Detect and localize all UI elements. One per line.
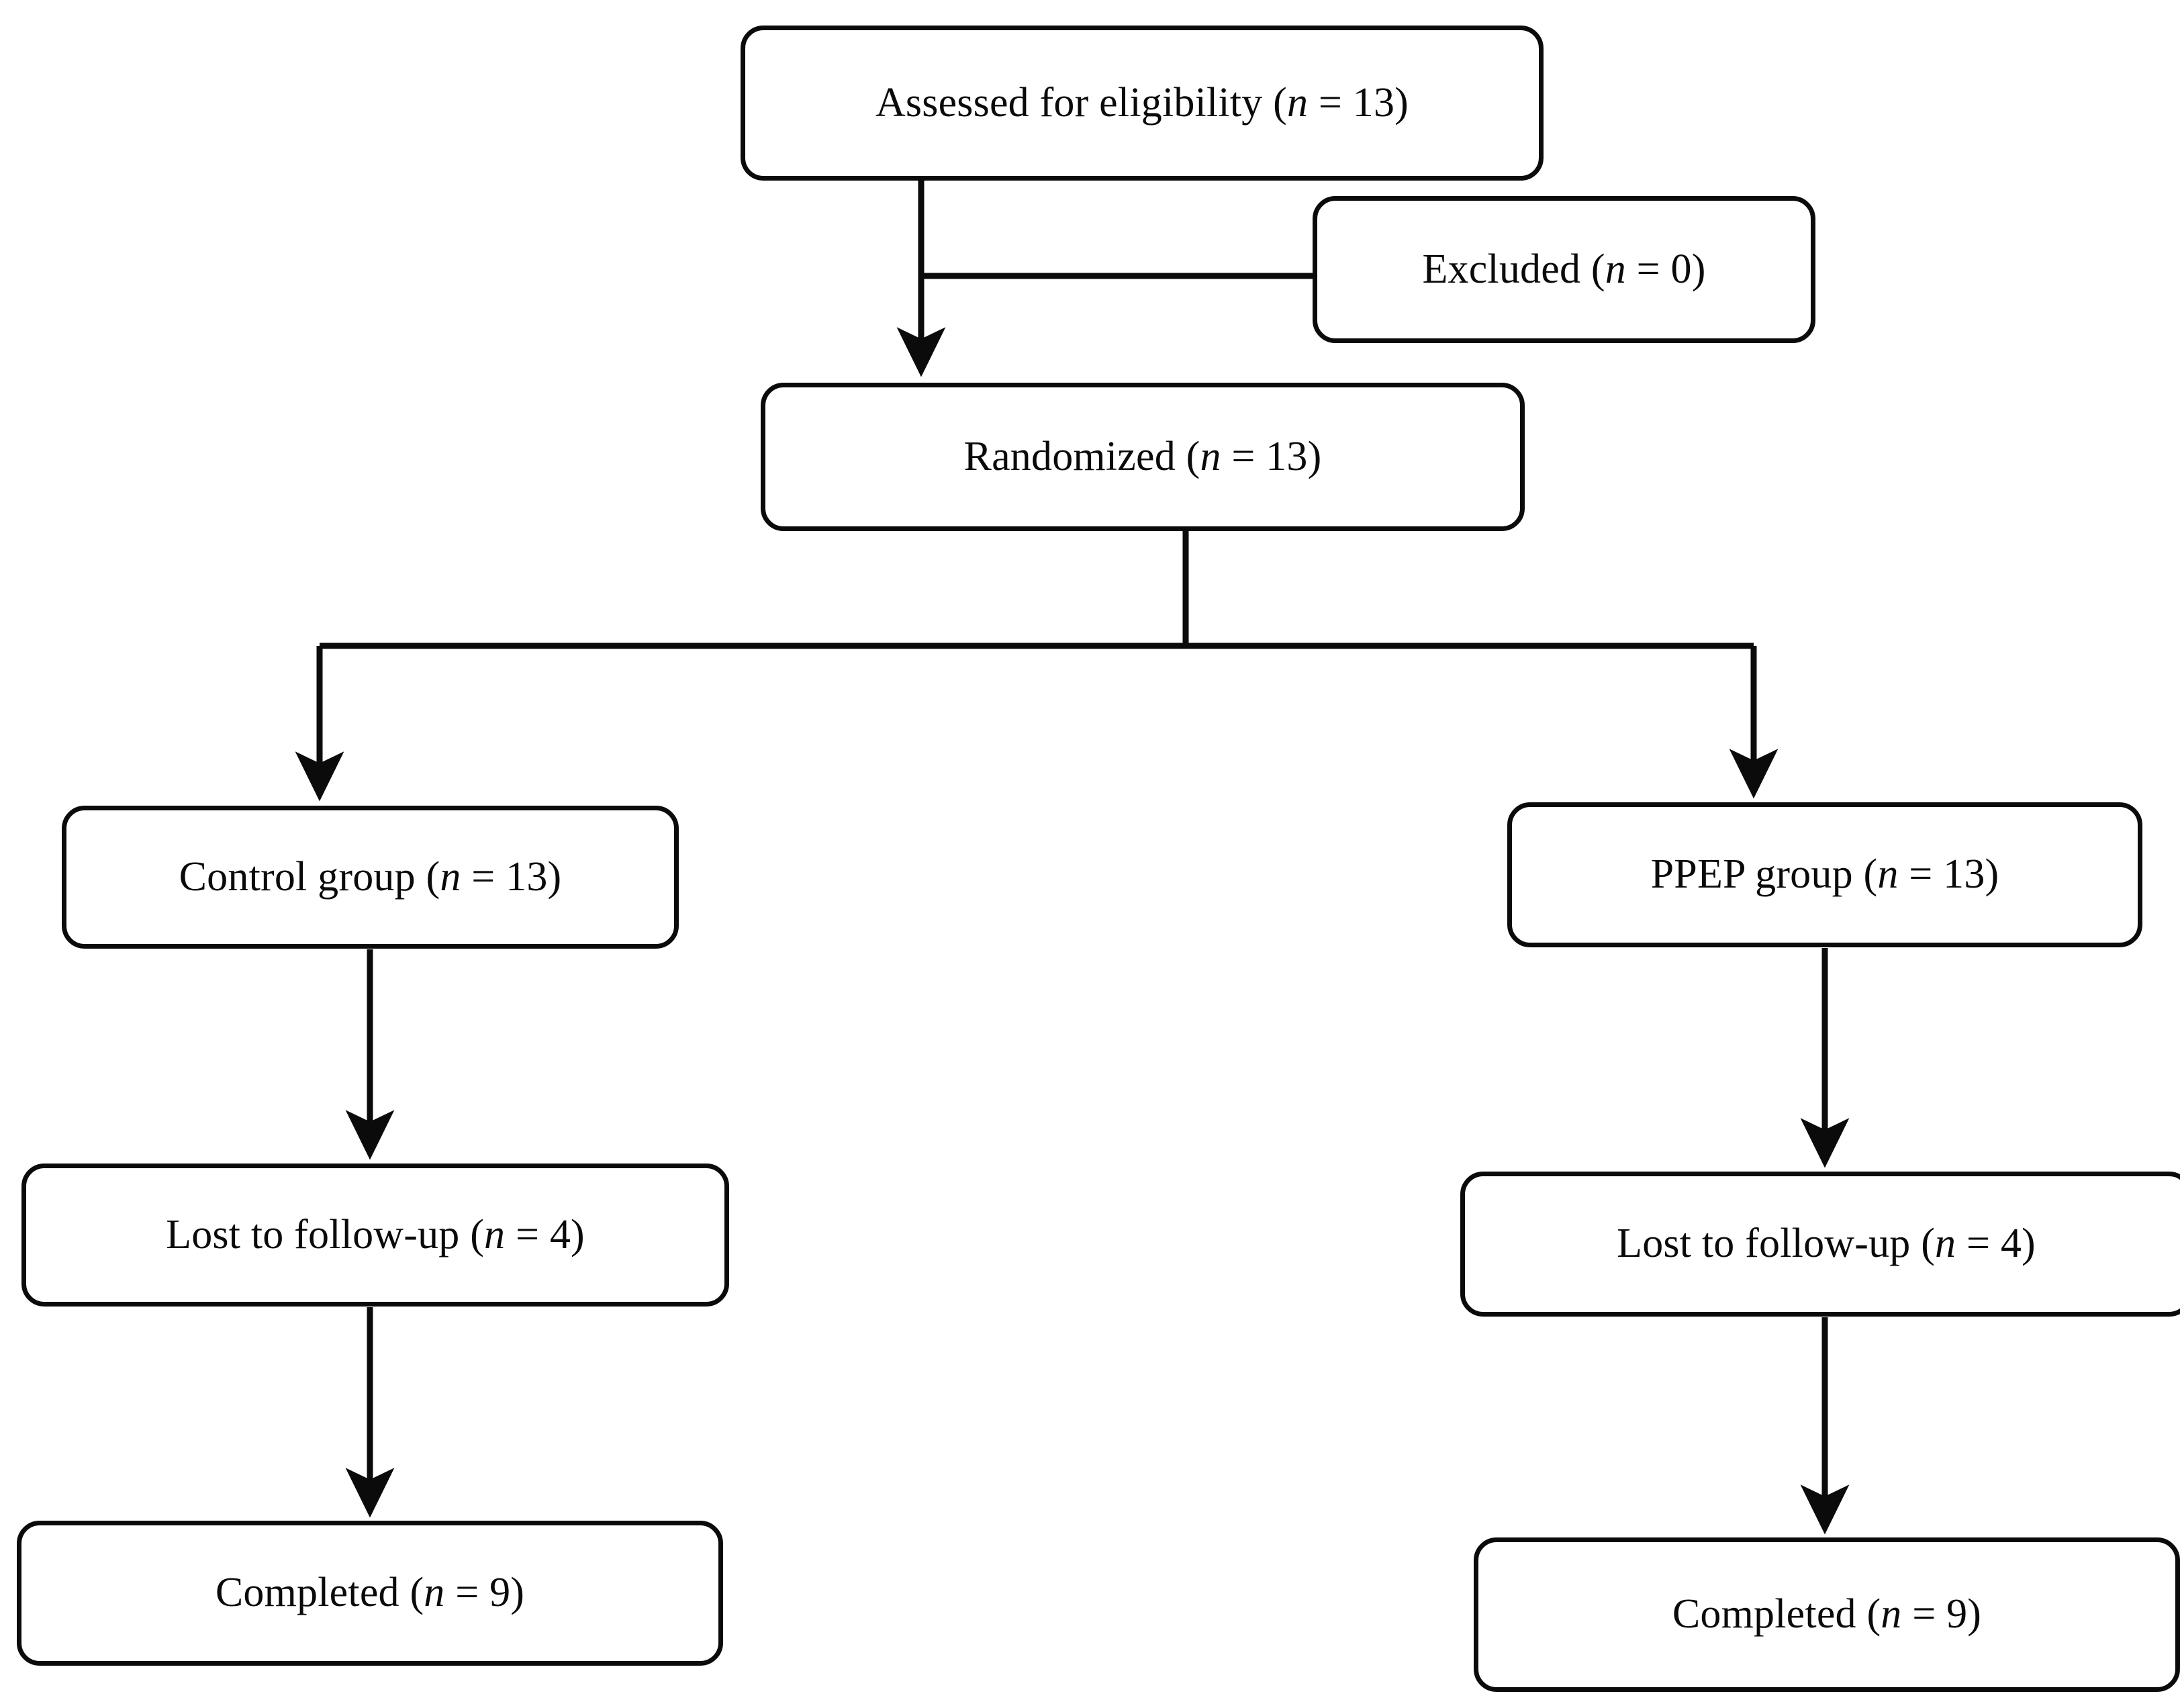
excluded-box: Excluded (n = 0): [1313, 196, 1815, 343]
randomized-split-connector: [320, 531, 1754, 649]
assessed-for-eligibility-label: Assessed for eligibility (n = 13): [875, 79, 1409, 126]
ppep-group-box: PPEP group (n = 13): [1507, 802, 2142, 947]
completed-control-label: Completed (n = 9): [215, 1570, 525, 1616]
control-group-box: Control group (n = 13): [62, 806, 679, 949]
lost-to-follow-up-ppep-label: Lost to follow-up (n = 4): [1617, 1221, 2036, 1267]
ppep-group-label: PPEP group (n = 13): [1650, 851, 1999, 898]
completed-control-box: Completed (n = 9): [17, 1521, 723, 1666]
control-group-label: Control group (n = 13): [179, 853, 562, 900]
randomized-label: Randomized (n = 13): [963, 433, 1322, 479]
lost-to-follow-up-control-box: Lost to follow-up (n = 4): [21, 1164, 729, 1307]
assessed-for-eligibility-box: Assessed for eligibility (n = 13): [741, 26, 1544, 181]
randomized-box: Randomized (n = 13): [761, 383, 1525, 531]
completed-ppep-label: Completed (n = 9): [1672, 1591, 1982, 1638]
excluded-label: Excluded (n = 0): [1422, 246, 1706, 292]
lost-to-follow-up-ppep-box: Lost to follow-up (n = 4): [1460, 1172, 2180, 1317]
lost-to-follow-up-control-label: Lost to follow-up (n = 4): [166, 1211, 585, 1258]
completed-ppep-box: Completed (n = 9): [1474, 1537, 2180, 1692]
